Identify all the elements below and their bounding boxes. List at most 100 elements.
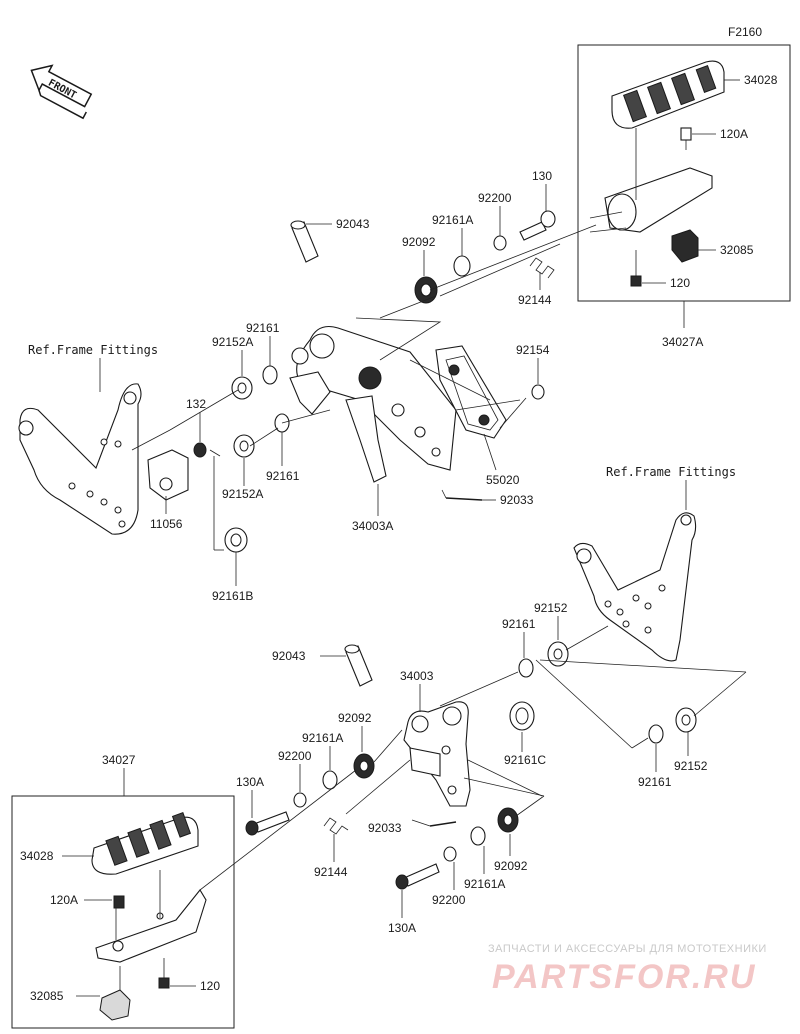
part-label: 92161A	[464, 877, 505, 891]
pin-92033-top	[445, 497, 483, 501]
part-label: 34028	[744, 73, 778, 87]
part-label: 34003A	[352, 519, 393, 533]
washer-92161-d	[648, 724, 664, 744]
exploded-lines-bottom	[199, 625, 747, 891]
part-label: 92161	[502, 617, 536, 631]
rubber-block-32085-top	[671, 229, 699, 263]
part-label: 34027A	[662, 335, 703, 349]
part-label: 92152A	[222, 487, 263, 501]
bolt-130a-bottom-b	[395, 863, 440, 890]
part-labels: 34028 120A 32085 120 34027A 130 92200 92…	[20, 73, 778, 1003]
front-arrow-icon: FRONT	[30, 64, 93, 120]
part-label: 120A	[720, 127, 748, 141]
washer-92161a-top	[453, 255, 471, 277]
part-label: 92161	[266, 469, 300, 483]
part-label: 92200	[278, 749, 312, 763]
pin-92033-bottom	[429, 821, 457, 827]
part-label: 92161	[246, 321, 280, 335]
pin-92043-bottom	[344, 644, 373, 687]
collar-92152a-a	[231, 376, 253, 400]
part-label: 92033	[500, 493, 534, 507]
rubber-block-32085-bottom	[99, 989, 131, 1021]
bolt-130-top	[519, 210, 556, 241]
washer-92200-bottom-b	[443, 846, 457, 862]
part-label: 92161C	[504, 753, 546, 767]
part-label: 92161A	[302, 731, 343, 745]
part-label: 120A	[50, 893, 78, 907]
part-label: 55020	[486, 473, 520, 487]
frame-plate-left	[18, 383, 142, 535]
collar-92161c	[509, 701, 535, 731]
washer-92161-c	[518, 658, 534, 678]
part-label: 120	[200, 979, 220, 993]
bolt-120-top	[630, 250, 642, 287]
bracket-34003a	[296, 325, 457, 483]
ref-label: Ref.Frame Fittings	[28, 343, 158, 357]
diagram-code: F2160	[728, 25, 762, 39]
box-34027	[11, 795, 235, 1029]
bolt-120a-top	[680, 127, 692, 150]
part-label: 92152A	[212, 335, 253, 349]
part-label: 92161A	[432, 213, 473, 227]
washer-92161a-bottom-a	[322, 770, 338, 790]
part-label: 11056	[150, 517, 183, 531]
part-label: 92043	[336, 217, 370, 231]
part-label: 92043	[272, 649, 306, 663]
part-label: 92144	[314, 865, 348, 879]
part-label: 92152	[674, 759, 708, 773]
bolt-120-bottom	[158, 958, 170, 989]
washer-92161a-bottom-b	[470, 826, 486, 846]
ref-label: Ref.Frame Fittings	[606, 465, 736, 479]
part-label: 34003	[400, 669, 434, 683]
part-label: 92144	[518, 293, 552, 307]
part-label: 130A	[388, 921, 416, 935]
washer-92200-top	[493, 235, 507, 251]
part-label: 32085	[30, 989, 64, 1003]
part-label: 92200	[478, 191, 512, 205]
part-label: 92200	[432, 893, 466, 907]
part-label: 92152	[534, 601, 568, 615]
bracket-34003	[403, 701, 471, 807]
footpeg-rubber-34028-top	[611, 60, 725, 129]
collar-92152-b	[675, 707, 697, 733]
washer-92161-a	[262, 365, 278, 385]
collar-92092-bottom-a	[353, 753, 375, 779]
bolt-130a-bottom-a	[245, 811, 290, 836]
part-label: 130	[532, 169, 552, 183]
spring-92144-top	[529, 257, 555, 279]
bolt-120a-bottom	[113, 895, 125, 909]
frame-plate-right	[573, 512, 697, 662]
part-label: 92092	[338, 711, 372, 725]
collar-92152a-b	[233, 434, 255, 458]
washer-92200-bottom-a	[293, 792, 307, 808]
label-leaders	[62, 79, 740, 997]
collar-92152-a	[547, 641, 569, 667]
guard-55020	[435, 345, 507, 439]
pin-92043-top	[290, 220, 319, 263]
collar-92161b	[224, 527, 248, 553]
footrest-bracket-bottom	[95, 889, 207, 963]
part-label: 92033	[368, 821, 402, 835]
footrest-bracket-top	[589, 167, 713, 233]
collar-92092-bottom-b	[497, 807, 519, 833]
part-label: 92161B	[212, 589, 253, 603]
spring-92144-bottom	[323, 817, 349, 835]
part-label: 120	[670, 276, 690, 290]
part-label: 130A	[236, 775, 264, 789]
bolt-132	[193, 442, 207, 458]
watermark-tagline: ЗАПЧАСТИ И АКСЕССУАРЫ ДЛЯ МОТОТЕХНИКИ	[488, 943, 767, 955]
footpeg-rubber-34028-bottom	[91, 811, 199, 875]
part-label: 32085	[720, 243, 754, 257]
part-label: 132	[186, 397, 206, 411]
part-label: 92092	[402, 235, 436, 249]
bracket-11056	[147, 449, 189, 501]
part-label: 92092	[494, 859, 528, 873]
part-label: 92161	[638, 775, 672, 789]
bolt-92154	[531, 384, 545, 400]
switch-bracket	[289, 347, 331, 415]
part-label: 34028	[20, 849, 54, 863]
exploded-lines-top	[131, 128, 637, 551]
exploded-lines-box-bottom	[115, 870, 161, 990]
